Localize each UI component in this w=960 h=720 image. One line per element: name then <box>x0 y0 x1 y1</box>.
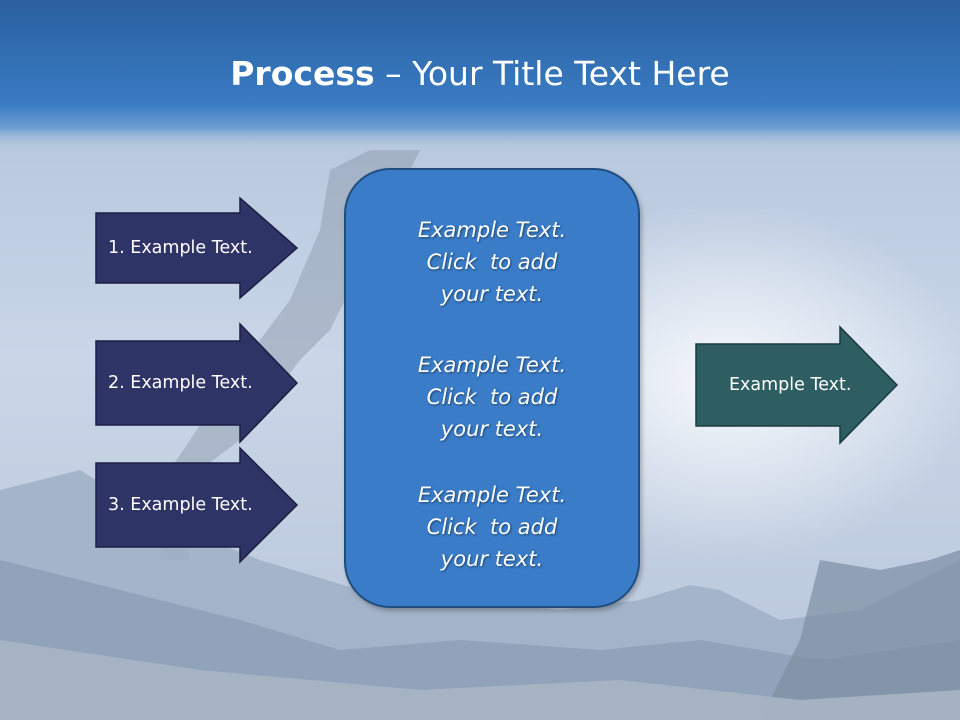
right-arrow-shape <box>95 196 299 300</box>
paragraph-line: Click to add <box>426 385 558 409</box>
title-bold: Process <box>230 54 375 93</box>
title-bar: Process – Your Title Text Here <box>0 0 960 150</box>
input-arrow-label: 2. Example Text. <box>108 373 253 393</box>
process-paragraph-3: Example Text. Click to add your text. <box>346 479 638 575</box>
input-arrow-label: 3. Example Text. <box>108 495 253 515</box>
right-arrow-shape <box>95 446 299 564</box>
paragraph-line: Click to add <box>426 250 558 274</box>
output-arrow-label: Example Text. <box>729 375 852 395</box>
paragraph-line: your text. <box>440 547 544 571</box>
input-arrow-label: 1. Example Text. <box>108 238 253 258</box>
title-dash: – <box>374 54 413 93</box>
right-arrow-shape <box>695 325 899 445</box>
paragraph-line: your text. <box>440 282 544 306</box>
right-arrow-shape <box>95 322 299 444</box>
paragraph-line: Example Text. <box>417 483 567 507</box>
input-arrow-2[interactable]: 2. Example Text. <box>95 322 300 444</box>
input-arrow-1[interactable]: 1. Example Text. <box>95 196 300 300</box>
process-box[interactable]: Example Text. Click to add your text. Ex… <box>344 168 640 608</box>
paragraph-line: Click to add <box>426 515 558 539</box>
paragraph-line: Example Text. <box>417 218 567 242</box>
process-paragraph-1: Example Text. Click to add your text. <box>346 214 638 310</box>
page-title: Process – Your Title Text Here <box>0 52 960 96</box>
paragraph-line: your text. <box>440 417 544 441</box>
process-paragraph-2: Example Text. Click to add your text. <box>346 349 638 445</box>
output-arrow[interactable]: Example Text. <box>695 325 900 445</box>
title-rest: Your Title Text Here <box>412 54 730 93</box>
paragraph-line: Example Text. <box>417 353 567 377</box>
input-arrow-3[interactable]: 3. Example Text. <box>95 446 300 564</box>
